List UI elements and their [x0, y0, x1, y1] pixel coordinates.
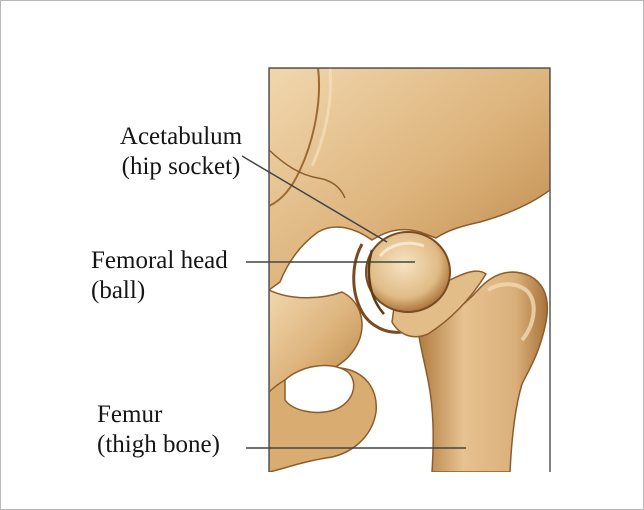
- acetabulum-label-line2: (hip socket): [106, 152, 256, 182]
- femoral-head-label-line2: (ball): [91, 276, 228, 306]
- acetabulum-label-line1: Acetabulum: [106, 122, 256, 152]
- femoral-head-label-line1: Femoral head: [91, 246, 228, 276]
- bone-artwork: [269, 68, 550, 472]
- femur-label-line1: Femur: [97, 400, 220, 430]
- femoral-head-label: Femoral head (ball): [91, 246, 228, 306]
- femur-label: Femur (thigh bone): [97, 400, 220, 460]
- femur-label-line2: (thigh bone): [97, 430, 220, 460]
- acetabulum-label: Acetabulum (hip socket): [106, 122, 256, 182]
